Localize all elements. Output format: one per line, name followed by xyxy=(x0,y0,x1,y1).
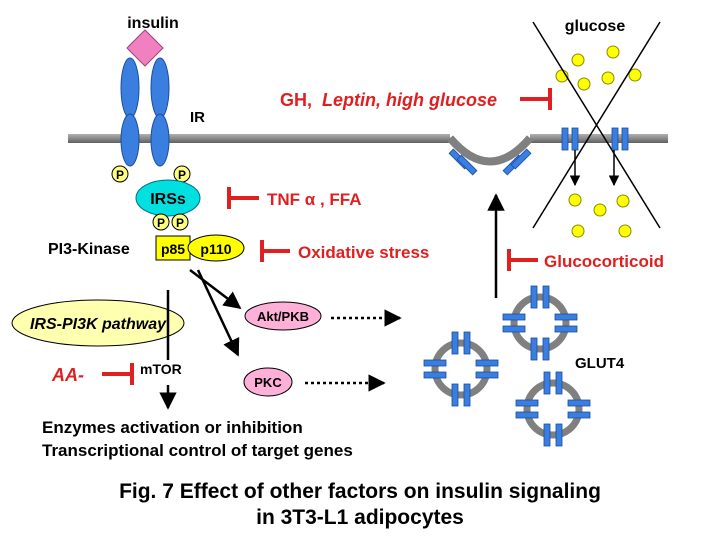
caption-line-2: in 3T3-L1 adipocytes xyxy=(256,506,464,529)
akt-node: Akt/PKB xyxy=(244,301,322,331)
svg-text:Leptin, high glucose: Leptin, high glucose xyxy=(322,90,497,110)
irss-phosphate-left: P xyxy=(152,213,170,231)
insulin-receptor xyxy=(120,57,170,167)
svg-text:GH,: GH, xyxy=(280,90,312,110)
svg-text:TNF α , FFA: TNF α , FFA xyxy=(267,190,362,209)
caption-line-1: Fig. 7 Effect of other factors on insuli… xyxy=(119,480,601,503)
svg-text:P: P xyxy=(157,216,165,230)
outcome-enzymes: Enzymes activation or inhibition xyxy=(42,418,303,437)
svg-text:IRS-PI3K pathway: IRS-PI3K pathway xyxy=(30,316,167,333)
insulin-diamond xyxy=(126,29,164,67)
svg-text:IRSs: IRSs xyxy=(150,191,186,208)
ir-label: IR xyxy=(190,109,205,126)
svg-text:Glucocorticoid: Glucocorticoid xyxy=(544,252,664,271)
glucose-label: glucose xyxy=(565,18,626,35)
receptor-phosphate-left: P xyxy=(111,165,129,183)
blocked-cross xyxy=(532,21,661,229)
svg-text:PKC: PKC xyxy=(254,375,282,390)
p85-box: p85 xyxy=(155,235,191,261)
gh-leptin-inhibition: GH, Leptin, high glucose xyxy=(280,88,552,110)
tnf-inhibition: TNF α , FFA xyxy=(227,187,362,209)
pkc-node: PKC xyxy=(243,367,293,397)
svg-text:P: P xyxy=(176,216,184,230)
outcome-transcription: Transcriptional control of target genes xyxy=(42,441,353,460)
arrow-to-pkc xyxy=(196,269,240,357)
svg-text:p85: p85 xyxy=(161,241,185,257)
p110-ellipse: p110 xyxy=(187,234,245,262)
oxidative-inhibition: Oxidative stress xyxy=(260,240,429,262)
arrow-to-akt xyxy=(189,269,242,310)
pi3k-label: PI3-Kinase xyxy=(48,241,130,258)
glucose-inside xyxy=(568,193,632,238)
aa-label: AA- xyxy=(51,365,84,385)
aa-inhibition xyxy=(102,363,134,385)
glut4-vesicles xyxy=(424,286,590,446)
svg-text:Akt/PKB: Akt/PKB xyxy=(257,309,309,324)
svg-text:P: P xyxy=(178,168,186,182)
fusing-transporters xyxy=(448,148,532,176)
irss-node: IRSs xyxy=(135,179,201,217)
svg-text:Oxidative stress: Oxidative stress xyxy=(298,243,429,262)
insulin-label: insulin xyxy=(127,15,179,32)
svg-text:p110: p110 xyxy=(200,241,231,257)
irs-pi3k-pathway: IRS-PI3K pathway xyxy=(11,299,185,347)
glucocorticoid-inhibition: Glucocorticoid xyxy=(507,249,664,271)
receptor-phosphate-right: P xyxy=(173,165,191,183)
cell-membrane xyxy=(68,134,668,166)
irss-phosphate-right: P xyxy=(171,213,189,231)
glut4-label: GLUT4 xyxy=(575,355,625,372)
mtor-label: mTOR xyxy=(140,361,182,377)
glucose-outside xyxy=(555,45,642,91)
svg-text:P: P xyxy=(116,168,124,182)
